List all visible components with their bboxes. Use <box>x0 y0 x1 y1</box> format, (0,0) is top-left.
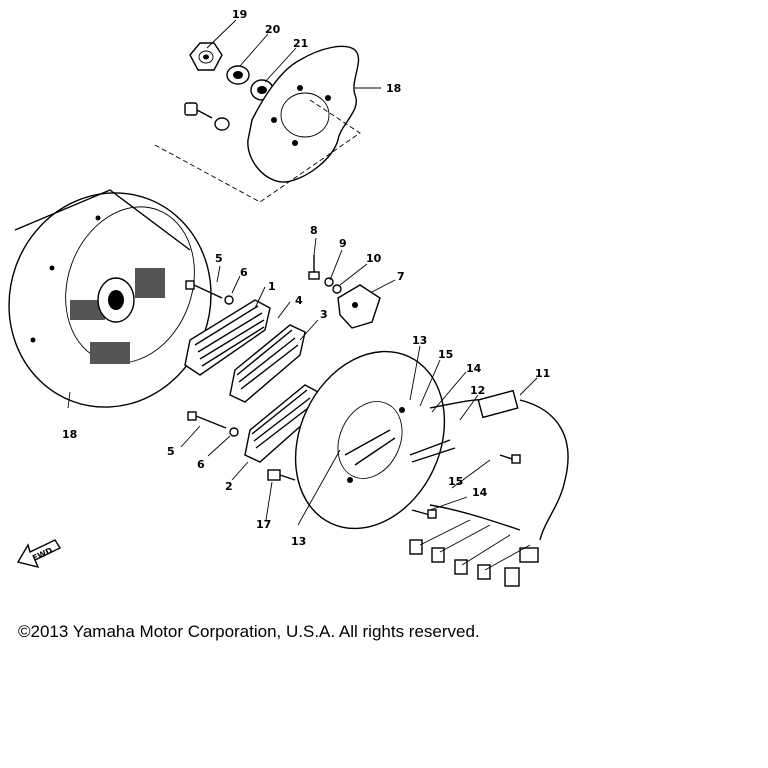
callout-4: 4 <box>295 294 303 307</box>
bolt-upper-part <box>185 280 234 305</box>
copyright-notice: ©2013 Yamaha Motor Corporation, U.S.A. A… <box>18 622 480 641</box>
callout-18-upper: 18 <box>386 82 401 95</box>
callout-15-lower: 15 <box>448 475 463 488</box>
wire-harness-part <box>409 389 569 587</box>
callout-12: 12 <box>470 384 485 397</box>
stator-plate-part <box>294 350 446 530</box>
callout-2: 2 <box>225 480 233 493</box>
contact-breaker-part <box>337 284 381 329</box>
flywheel-rotor-part <box>8 189 212 408</box>
callout-6-lower: 6 <box>197 458 205 471</box>
washer-part <box>226 65 250 85</box>
callout-1: 1 <box>268 280 276 293</box>
callout-5-upper: 5 <box>215 252 223 265</box>
callout-9: 9 <box>339 237 347 250</box>
coil-3-part <box>229 324 306 403</box>
bolt-lower-part <box>187 411 239 437</box>
callout-14-upper: 14 <box>466 362 482 375</box>
callout-5-lower: 5 <box>167 445 175 458</box>
callout-10: 10 <box>366 252 382 265</box>
callout-6-upper: 6 <box>240 266 248 279</box>
coil-1-part <box>184 299 271 376</box>
parts-diagram: 19 20 21 18 18 5 6 1 4 3 8 9 10 7 5 6 2 … <box>8 8 569 587</box>
callout-13-upper: 13 <box>412 334 427 347</box>
nut-part <box>189 42 223 71</box>
callout-18-lower: 18 <box>62 428 77 441</box>
cover-plate-part <box>247 45 360 183</box>
callout-3: 3 <box>320 308 328 321</box>
callout-7: 7 <box>397 270 405 283</box>
fwd-label: FWD <box>31 546 54 563</box>
callout-19: 19 <box>232 8 247 21</box>
screw-upper-part <box>308 255 342 294</box>
leader-lines <box>67 19 538 526</box>
callout-15-upper: 15 <box>438 348 453 361</box>
callout-8: 8 <box>310 224 318 237</box>
small-screw-part <box>184 102 230 131</box>
callout-17: 17 <box>256 518 271 531</box>
fwd-arrow-icon: FWD <box>16 539 62 569</box>
callout-13-lower: 13 <box>291 535 306 548</box>
screw-14-part <box>411 454 521 519</box>
callout-14-lower: 14 <box>472 486 488 499</box>
bolt-17-part <box>267 469 296 481</box>
callout-21: 21 <box>293 37 308 50</box>
callout-20: 20 <box>265 23 281 36</box>
callout-11: 11 <box>535 367 550 380</box>
